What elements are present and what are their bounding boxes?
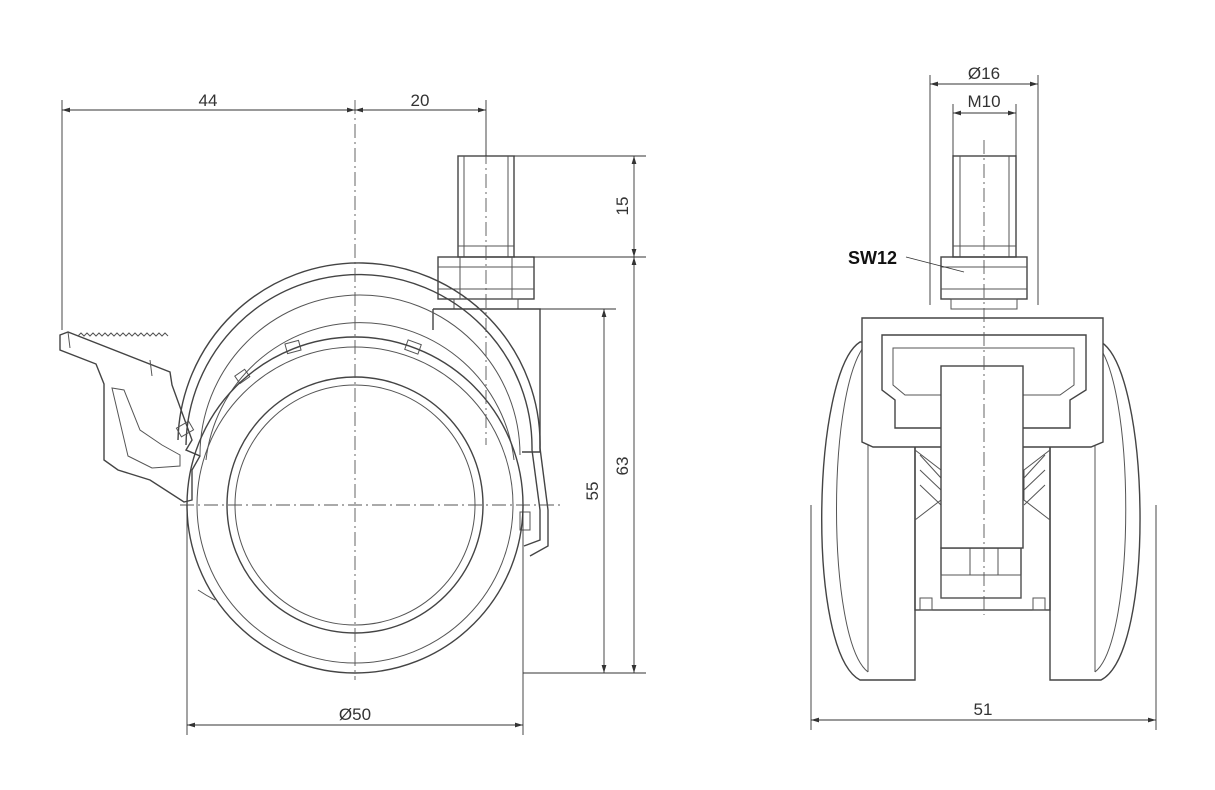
dimension-55: 55 — [523, 308, 616, 674]
front-view: SW12 Ø16 M10 51 — [810, 64, 1157, 730]
dimension-44: 44 — [61, 91, 355, 330]
front-stem — [952, 155, 1017, 258]
dimension-55-label: 55 — [583, 482, 602, 501]
dimension-51-label: 51 — [974, 700, 993, 719]
dimension-m10-label: M10 — [967, 92, 1000, 111]
dimension-63: 63 — [613, 257, 646, 674]
side-view: 44 20 15 55 63 — [59, 91, 646, 735]
dimension-20: 20 — [355, 91, 487, 156]
dimension-51: 51 — [810, 505, 1157, 730]
dimension-diameter-16: Ø16 — [929, 64, 1039, 305]
dimension-63-label: 63 — [613, 457, 632, 476]
dimension-15-label: 15 — [613, 197, 632, 216]
brake-lever — [59, 331, 201, 503]
wheel-hood — [177, 262, 549, 557]
dimension-15: 15 — [514, 155, 646, 258]
label-sw12-text: SW12 — [848, 248, 897, 268]
dimension-44-label: 44 — [199, 91, 218, 110]
dimension-20-label: 20 — [411, 91, 430, 110]
dimension-diameter-50-label: Ø50 — [339, 705, 371, 724]
label-sw12: SW12 — [848, 248, 965, 273]
dimension-m10: M10 — [952, 92, 1017, 156]
front-housing — [861, 317, 1104, 549]
dimension-diameter-16-label: Ø16 — [968, 64, 1000, 83]
dimension-diameter-50: Ø50 — [186, 505, 524, 735]
